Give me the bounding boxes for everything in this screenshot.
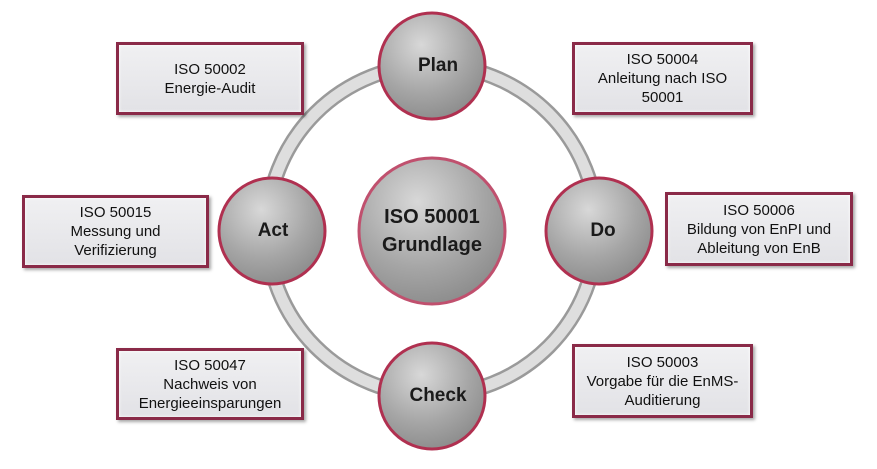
box-line: ISO 50003 (626, 353, 699, 371)
box-iso-50002: ISO 50002 Energie-Audit (116, 42, 304, 115)
plan-circle (377, 11, 487, 121)
box-line: ISO 50047 (174, 356, 246, 374)
box-iso-50004: ISO 50004 Anleitung nach ISO 50001 (572, 42, 753, 115)
box-iso-50003: ISO 50003 Vorgabe für die EnMS- Auditier… (572, 344, 753, 418)
center-line1: ISO 50001 (384, 206, 480, 228)
box-line: Bildung von EnPI und (686, 220, 832, 238)
box-iso-50047: ISO 50047 Nachweis von Energieeinsparung… (116, 348, 304, 420)
center-line2: Grundlage (381, 234, 483, 256)
box-line: Energie-Audit (164, 79, 256, 97)
box-line: Energieeinsparungen (138, 394, 282, 412)
box-line: Anleitung nach ISO (597, 70, 728, 87)
box-line: Auditierung (624, 391, 701, 409)
act-label: Act (257, 220, 289, 241)
check-label: Check (409, 385, 467, 406)
plan-label: Plan (417, 55, 459, 76)
box-iso-50006: ISO 50006 Bildung von EnPI und Ableitung… (665, 192, 853, 266)
box-line: Nachweis von (163, 375, 257, 393)
center-circle (357, 156, 507, 306)
box-line: ISO 50002 (174, 60, 246, 78)
act-circle (217, 176, 327, 286)
box-line: ISO 50004 (626, 51, 699, 68)
do-circle (544, 176, 654, 286)
box-iso-50015: ISO 50015 Messung und Verifizierung (22, 195, 209, 268)
center-label: ISO 50001 Grundlage (382, 203, 482, 259)
box-line: Vorgabe für die EnMS- (586, 372, 739, 390)
check-circle (377, 341, 487, 451)
box-line: 50001 (641, 89, 684, 106)
do-label: Do (590, 220, 616, 241)
box-line: Ableitung von EnB (697, 239, 821, 257)
box-line: ISO 50015 (79, 204, 152, 221)
box-line: Verifizierung (74, 242, 157, 259)
box-line: Messung und (70, 223, 161, 240)
box-line: ISO 50006 (723, 201, 795, 219)
